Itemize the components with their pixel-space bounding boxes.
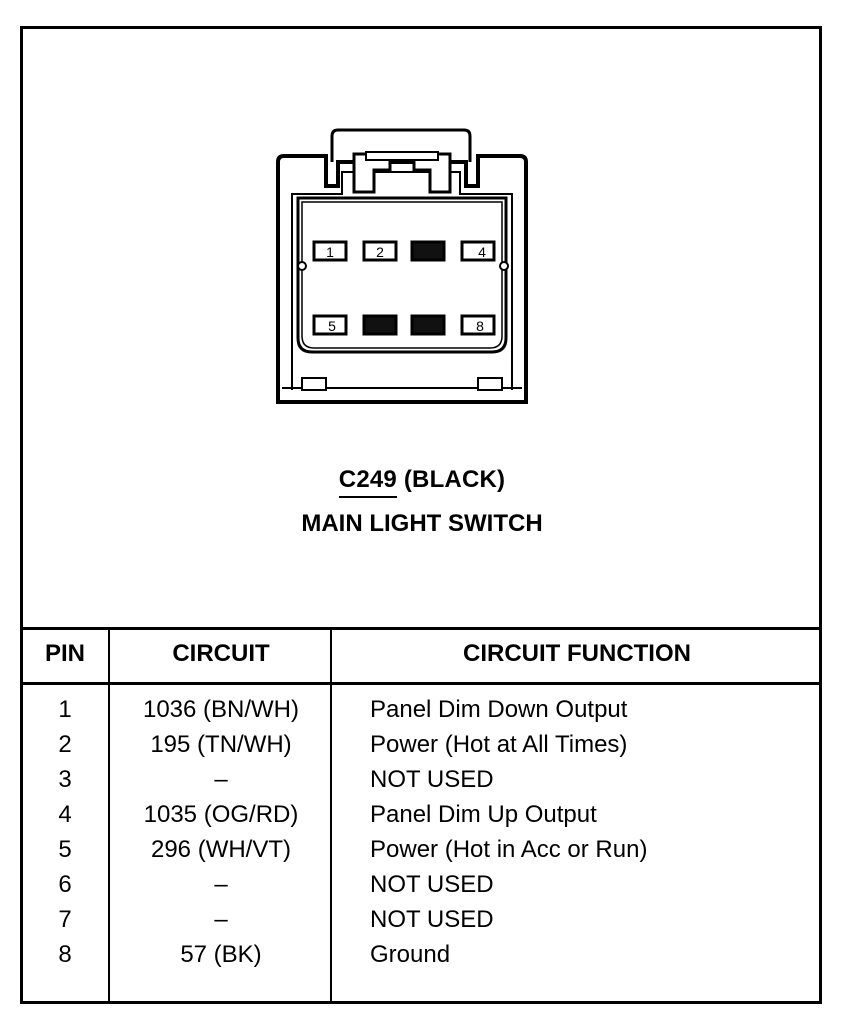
svg-text:2: 2 [376,244,384,260]
pin-cavity-7 [410,314,446,336]
svg-text:1: 1 [326,244,334,260]
pin-number: 7 [58,906,72,933]
table-row: 1 1036 (BN/WH) Panel Dim Down Output [0,696,844,731]
circuit-function: NOT USED [370,906,494,933]
pin-cavity-2: 2 [362,240,398,262]
pin-cavity-1: 1 [312,240,348,262]
table-row: 6 – NOT USED [0,871,844,906]
pin-number: 1 [58,696,72,723]
pin-number: 2 [58,731,72,758]
circuit-value: 296 (WH/VT) [150,836,291,863]
header-pin: PIN [44,640,85,667]
circuit-function: Power (Hot in Acc or Run) [370,836,648,863]
connector-name: MAIN LIGHT SWITCH [301,510,543,537]
table-row: 5 296 (WH/VT) Power (Hot in Acc or Run) [0,836,844,871]
circuit-value: – [214,871,228,898]
table-divider-2 [330,628,332,1004]
circuit-function: Panel Dim Down Output [370,696,628,723]
table-divider-1 [108,628,110,1004]
svg-text:4: 4 [478,244,486,260]
circuit-value: – [214,906,228,933]
pin-cavity-8: 8 [460,314,496,336]
circuit-value: – [214,766,228,793]
circuit-function: NOT USED [370,871,494,898]
table-top-rule [20,627,822,630]
table-row: 8 57 (BK) Ground [0,941,844,976]
circuit-function: NOT USED [370,766,494,793]
pin-number: 4 [58,801,72,828]
pin-number: 5 [58,836,72,863]
circuit-value: 1036 (BN/WH) [142,696,300,723]
svg-text:5: 5 [328,318,336,334]
diagram-frame [20,26,822,1004]
connector-title: C249 (BLACK) [0,466,844,498]
pin-cavity-5: 5 [312,314,348,336]
table-row: 3 – NOT USED [0,766,844,801]
connector-diagram: 1 2 4 5 8 [276,128,528,404]
pin-number: 8 [58,941,72,968]
table-header-rule [20,682,822,685]
header-circuit-function: CIRCUIT FUNCTION [463,640,691,667]
circuit-value: 1035 (OG/RD) [143,801,299,828]
circuit-value: 195 (TN/WH) [150,731,292,758]
pin-number: 6 [58,871,72,898]
circuit-function: Panel Dim Up Output [370,801,597,828]
svg-text:8: 8 [476,318,484,334]
connector-code: C249 [338,466,397,498]
pin-cavity-6 [362,314,398,336]
table-row: 2 195 (TN/WH) Power (Hot at All Times) [0,731,844,766]
circuit-function: Ground [370,941,451,968]
connector-color: (BLACK) [403,466,506,493]
circuit-value: 57 (BK) [180,941,262,968]
header-circuit: CIRCUIT [172,640,270,667]
pin-number: 3 [58,766,72,793]
pin-cavity-3 [410,240,446,262]
table-row: 4 1035 (OG/RD) Panel Dim Up Output [0,801,844,836]
circuit-function: Power (Hot at All Times) [370,731,628,758]
table-row: 7 – NOT USED [0,906,844,941]
pin-cavity-4: 4 [460,240,496,262]
